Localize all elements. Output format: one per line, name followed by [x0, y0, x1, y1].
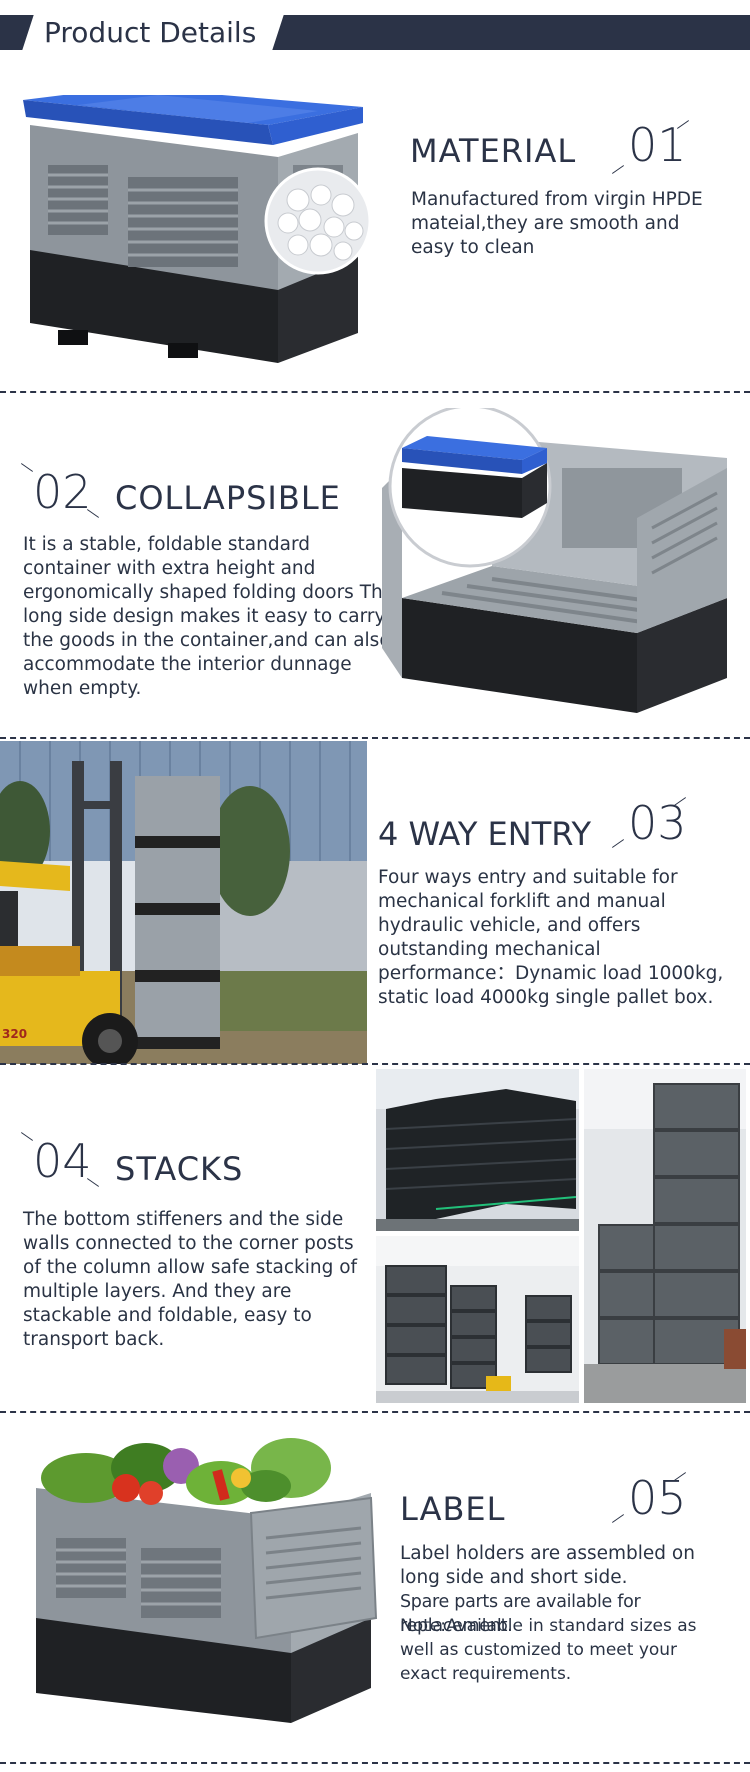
material-number: 01: [628, 118, 687, 172]
label-text-line-2: Spare parts are available for replacemen…: [400, 1592, 641, 1636]
stacks-number-tick-top: [20, 1132, 34, 1141]
material-text: Manufactured from virgin HPDE mateial,th…: [411, 189, 703, 258]
4-way-entry-number-tick-bottom: [611, 839, 625, 848]
forklift-plate: 320: [2, 1027, 28, 1041]
collapsible-text: It is a stable, foldable standard contai…: [23, 534, 395, 699]
label-crate-vegetables-image: [26, 1438, 386, 1728]
4-way-entry-heading: 4 WAY ENTRY: [378, 815, 591, 853]
section-divider-5: [0, 1762, 750, 1764]
label-heading: LABEL: [400, 1490, 506, 1528]
section-divider-1: [0, 391, 750, 393]
label-number-tick-bottom: [611, 1514, 625, 1523]
label-text-line-1: Label holders are assembled on long side…: [400, 1543, 695, 1588]
stacks-number: 04: [33, 1134, 92, 1188]
page-title: Product Details: [44, 16, 257, 49]
stacks-heading: STACKS: [115, 1150, 244, 1188]
stacks-warehouse-image-1: [376, 1069, 579, 1231]
stacks-warehouse-image-2: [584, 1069, 746, 1403]
material-crate-image: [18, 95, 408, 370]
collapsible-crate-image: [382, 408, 734, 718]
collapsible-heading: COLLAPSIBLE: [115, 479, 341, 517]
label-number: 05: [628, 1471, 687, 1525]
label-text-line-3: Note:Available in standard sizes as well…: [400, 1616, 697, 1684]
section-divider-2: [0, 737, 750, 739]
stacks-text: The bottom stiffeners and the side walls…: [23, 1209, 358, 1350]
4-way-entry-number: 03: [628, 796, 687, 850]
collapsible-number-tick-top: [20, 463, 34, 472]
header-banner: Product Details: [0, 15, 750, 50]
material-heading: MATERIAL: [410, 132, 577, 170]
collapsible-number: 02: [33, 465, 92, 519]
material-number-tick-bottom: [611, 165, 625, 174]
section-divider-4: [0, 1411, 750, 1413]
forklift-stack-image: 320: [0, 741, 367, 1064]
section-divider-3: [0, 1063, 750, 1065]
4-way-entry-text: Four ways entry and suitable for mechani…: [378, 867, 724, 1008]
stacks-warehouse-image-3: [376, 1236, 579, 1403]
